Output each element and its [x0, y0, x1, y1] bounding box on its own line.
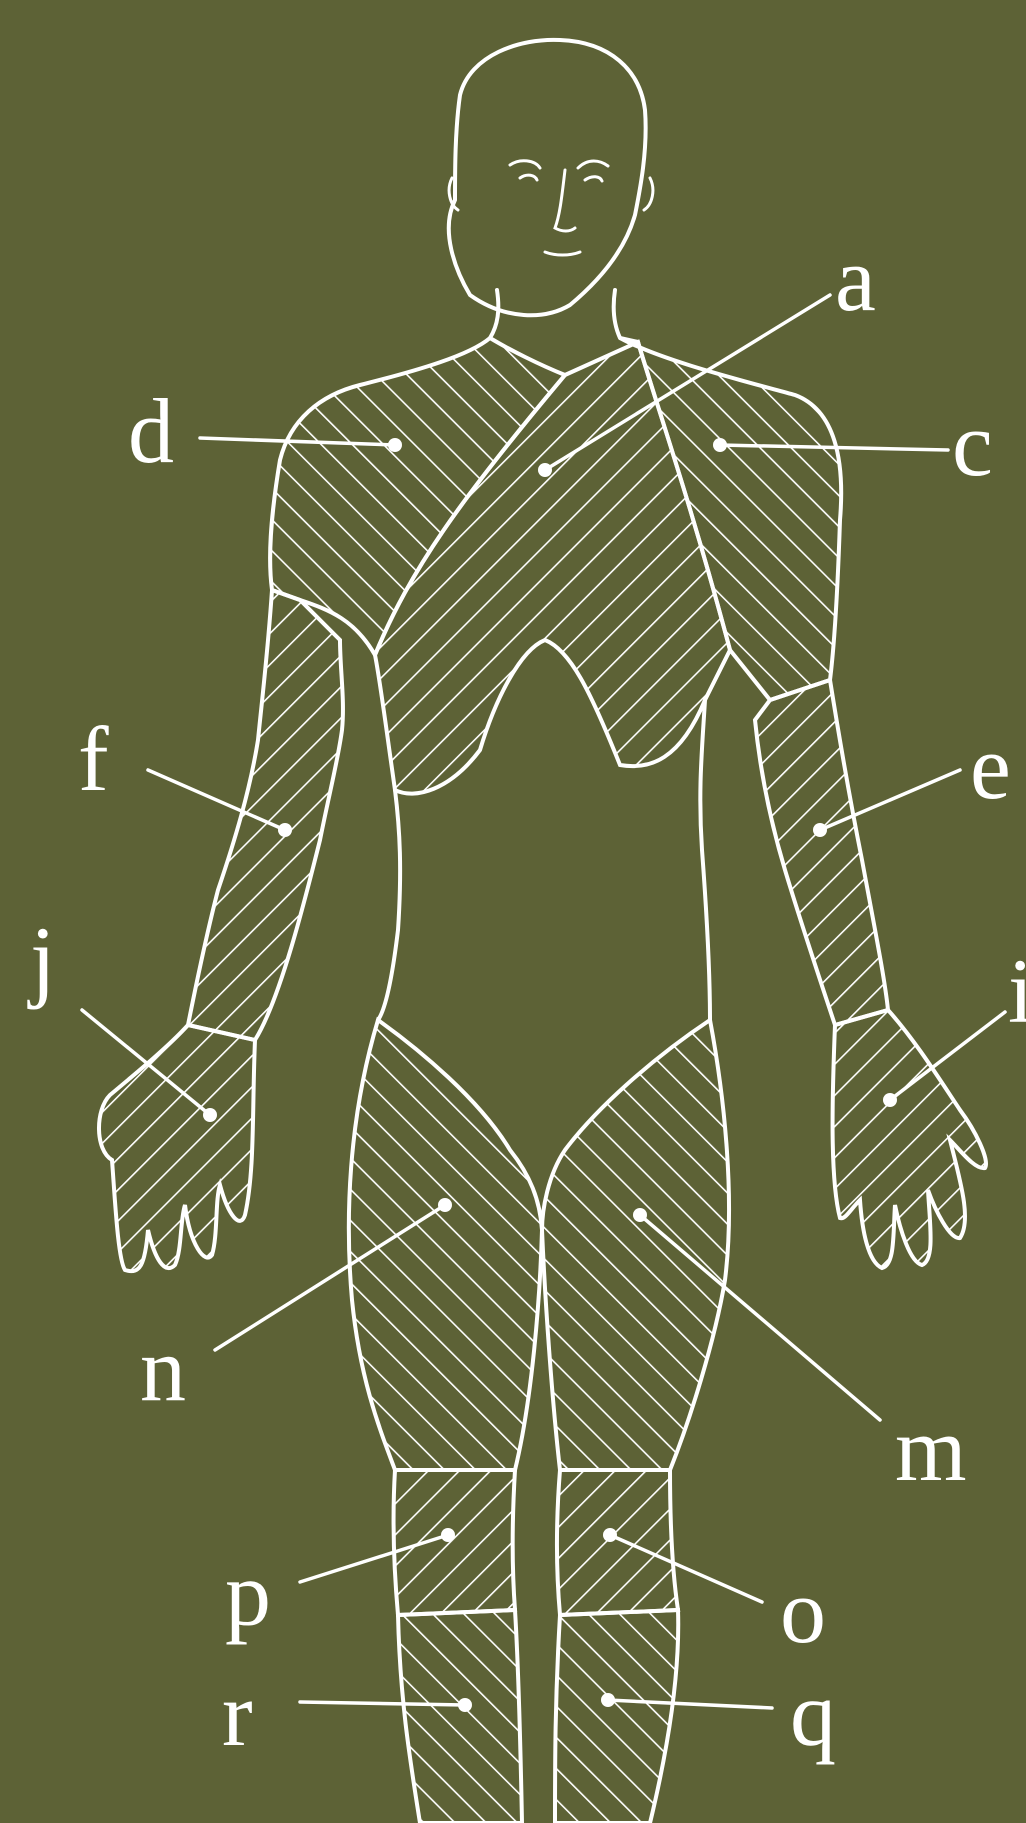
label-r: r: [222, 1663, 253, 1765]
pointer-n: [438, 1198, 452, 1212]
torso-outline-right: [700, 700, 710, 1020]
label-m: m: [895, 1398, 967, 1500]
region-n-thigh: [349, 1020, 542, 1470]
torso-outline: [378, 790, 400, 1020]
pointer-j: [203, 1108, 217, 1122]
label-i: i: [1008, 940, 1026, 1042]
region-q-lower-leg: [555, 1610, 678, 1823]
label-q: q: [790, 1663, 836, 1765]
label-p: p: [225, 1543, 271, 1645]
pointer-o: [603, 1528, 617, 1542]
region-o-knee: [557, 1470, 678, 1615]
label-o: o: [780, 1560, 826, 1662]
pointer-c: [713, 438, 727, 452]
region-p-knee: [394, 1470, 515, 1615]
pointer-a: [538, 463, 552, 477]
pointer-p: [441, 1528, 455, 1542]
region-m-thigh: [542, 1020, 729, 1470]
label-j: j: [27, 908, 56, 1010]
label-e: e: [970, 716, 1011, 818]
region-r-lower-leg: [398, 1610, 522, 1823]
label-d: d: [128, 380, 174, 482]
region-i-hand: [833, 1010, 986, 1268]
pointer-r: [458, 1698, 472, 1712]
pointer-q: [601, 1693, 615, 1707]
pointer-e: [813, 823, 827, 837]
label-n: n: [140, 1318, 186, 1420]
label-f: f: [78, 708, 109, 810]
region-f-upper-arm: [188, 590, 343, 1040]
pointer-i: [883, 1093, 897, 1107]
label-a: a: [835, 228, 876, 330]
region-j-hand: [99, 1025, 255, 1271]
pointer-d: [388, 438, 402, 452]
head: [449, 40, 653, 315]
region-e-upper-arm: [755, 680, 888, 1025]
label-c: c: [952, 393, 993, 495]
pointer-f: [278, 823, 292, 837]
pointer-m: [633, 1208, 647, 1222]
